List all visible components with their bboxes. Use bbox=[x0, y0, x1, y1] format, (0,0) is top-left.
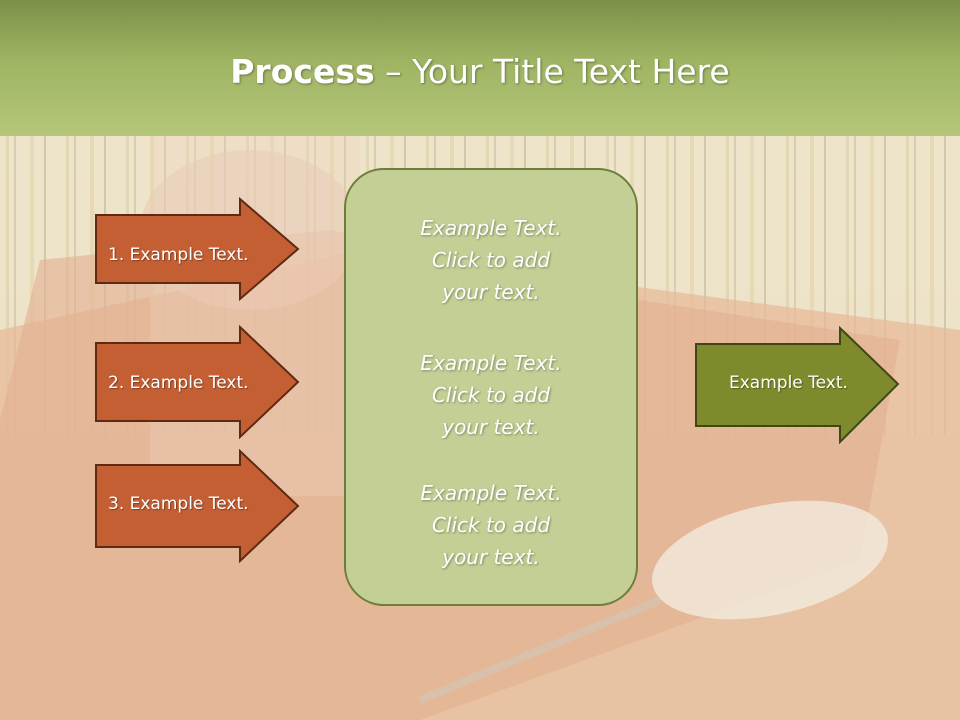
panel-text-block-1[interactable]: Example Text. Click to add your text. bbox=[344, 212, 638, 308]
panel-text-line: Click to add bbox=[431, 383, 551, 407]
panel-text-line: Click to add bbox=[431, 513, 551, 537]
arrow-label-3: 3. Example Text. bbox=[108, 494, 249, 514]
panel-text-line: your text. bbox=[442, 415, 540, 439]
title-bar bbox=[0, 0, 960, 136]
right-arrow-label: Example Text. bbox=[729, 373, 848, 393]
arrow-shape-1[interactable] bbox=[94, 197, 300, 301]
panel-text-block-2[interactable]: Example Text. Click to add your text. bbox=[344, 347, 638, 443]
arrow-shape-3[interactable] bbox=[94, 449, 300, 563]
arrow-label-1: 1. Example Text. bbox=[108, 245, 249, 265]
title-rest: – Your Title Text Here bbox=[374, 52, 730, 91]
center-panel[interactable] bbox=[344, 168, 638, 606]
panel-text-block-3[interactable]: Example Text. Click to add your text. bbox=[344, 477, 638, 573]
panel-text-line: Click to add bbox=[431, 248, 551, 272]
arrow-shape-2[interactable] bbox=[94, 325, 300, 439]
right-arrow-shape[interactable] bbox=[694, 326, 900, 444]
panel-text-line: your text. bbox=[442, 545, 540, 569]
arrow-label-2: 2. Example Text. bbox=[108, 373, 249, 393]
panel-text-line: Example Text. bbox=[420, 216, 562, 240]
slide-title[interactable]: Process – Your Title Text Here bbox=[0, 52, 960, 91]
title-bold: Process bbox=[230, 52, 375, 91]
panel-text-line: Example Text. bbox=[420, 351, 562, 375]
panel-text-line: your text. bbox=[442, 280, 540, 304]
panel-text-line: Example Text. bbox=[420, 481, 562, 505]
